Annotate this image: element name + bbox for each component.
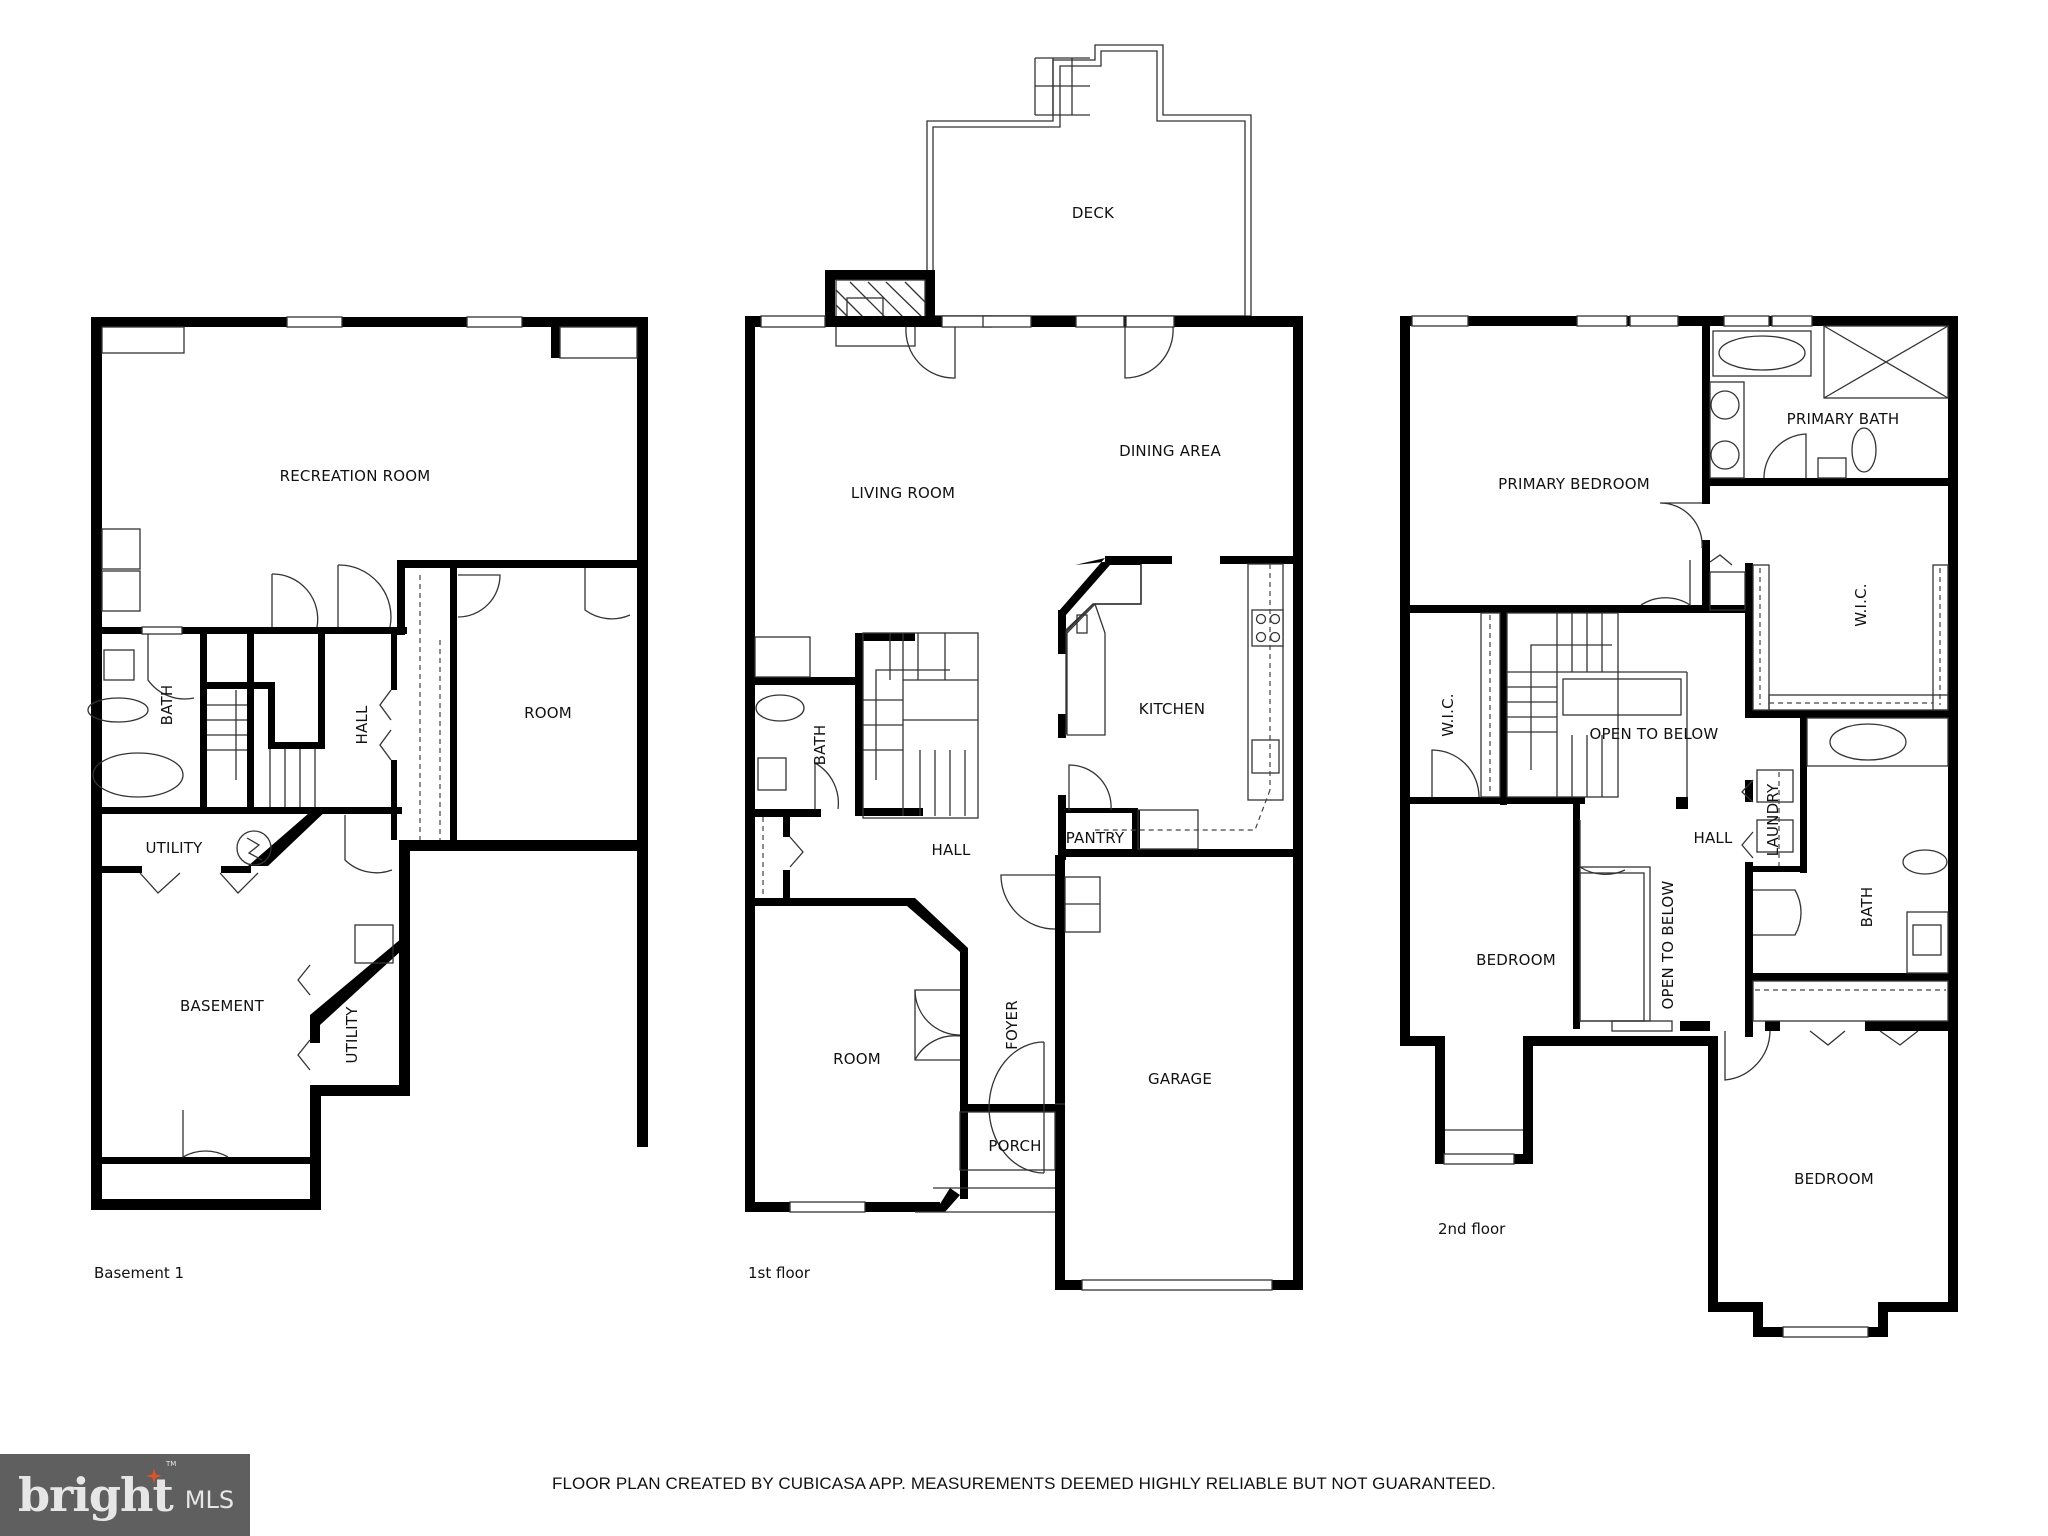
logo-star-icon (146, 1468, 162, 1484)
room-label-bath: BATH (158, 685, 176, 726)
room-label-primary-bedroom: PRIMARY BEDROOM (1498, 475, 1650, 493)
footer-disclaimer: FLOOR PLAN CREATED BY CUBICASA APP. MEAS… (551, 1474, 1497, 1493)
room-label-room: ROOM (524, 704, 572, 722)
logo-mls: MLS (184, 1486, 235, 1514)
room-label-foyer: FOYER (1003, 1000, 1021, 1050)
room-label-basement: BASEMENT (180, 997, 265, 1015)
room-label-recreation-room: RECREATION ROOM (280, 467, 431, 485)
logo-trademark: TM (166, 1460, 177, 1468)
bright-mls-logo: bright TM MLS (0, 1454, 250, 1536)
room-label-living-room: LIVING ROOM (851, 484, 955, 502)
room-label-hall: HALL (353, 705, 371, 744)
room-label-wic: W.I.C. (1439, 693, 1457, 737)
room-label-primary-bath: PRIMARY BATH (1787, 410, 1900, 428)
room-label-garage: GARAGE (1148, 1070, 1212, 1088)
floor-label-second-floor: 2nd floor (1438, 1220, 1506, 1238)
basement-floor (87, 316, 648, 1210)
first-floor (745, 44, 1303, 1291)
room-label-hall: HALL (931, 841, 970, 859)
logo-wordmark: bright (18, 1468, 174, 1522)
second-floor (1400, 315, 1958, 1338)
room-label-utility: UTILITY (145, 839, 203, 857)
room-label-bedroom: BEDROOM (1476, 951, 1556, 969)
room-label-open-to-below-2: OPEN TO BELOW (1659, 881, 1677, 1010)
room-label-hall: HALL (1693, 829, 1732, 847)
room-label-half-bath: BATH (811, 725, 829, 766)
room-label-bath: BATH (1858, 887, 1876, 928)
room-label-porch: PORCH (988, 1137, 1041, 1155)
room-label-wic-primary: W.I.C. (1852, 583, 1870, 627)
room-label-utility-2: UTILITY (343, 1006, 361, 1064)
room-label-open-to-below: OPEN TO BELOW (1590, 725, 1719, 743)
floor-label-first-floor: 1st floor (748, 1264, 811, 1282)
room-labels: RECREATION ROOM ROOM BATH HALL UTILITY B… (94, 204, 1899, 1282)
room-label-dining-area: DINING AREA (1119, 442, 1221, 460)
room-label-deck: DECK (1072, 204, 1115, 222)
room-label-room: ROOM (833, 1050, 881, 1068)
room-label-pantry: PANTRY (1066, 829, 1125, 847)
floor-label-basement: Basement 1 (94, 1264, 184, 1282)
room-label-bedroom-2: BEDROOM (1794, 1170, 1874, 1188)
room-label-kitchen: KITCHEN (1139, 700, 1205, 718)
room-label-laundry: LAUNDRY (1764, 783, 1782, 856)
